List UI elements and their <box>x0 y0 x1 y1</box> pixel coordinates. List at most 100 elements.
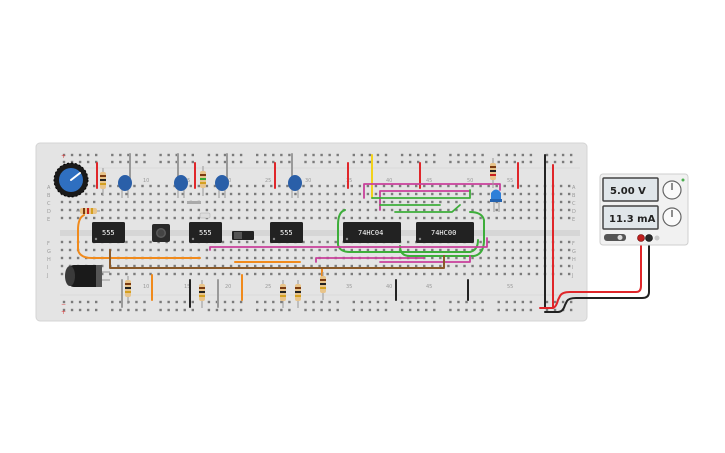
potentiometer[interactable] <box>53 162 89 198</box>
breadboard-hole <box>519 248 523 252</box>
breadboard-hole <box>78 160 82 164</box>
breadboard-hole <box>84 192 88 196</box>
resistor[interactable] <box>125 276 131 304</box>
breadboard-hole <box>360 153 364 157</box>
resistor[interactable] <box>100 168 106 196</box>
breadboard-hole <box>68 208 72 212</box>
breadboard-hole <box>559 184 563 188</box>
ground-terminal[interactable] <box>654 235 660 241</box>
ic-chips[interactable]: 555 555 555 74HC04 74HC00 <box>92 222 474 243</box>
breadboard-hole <box>374 272 378 276</box>
ceramic-capacitor[interactable] <box>215 175 229 198</box>
power-toggle[interactable] <box>604 234 626 241</box>
psu-lead-black[interactable] <box>544 239 650 313</box>
resistor[interactable] <box>320 272 326 300</box>
breadboard-hole <box>95 153 98 157</box>
breadboard-hole <box>229 200 233 204</box>
breadboard-hole <box>425 153 428 157</box>
wire-magenta[interactable] <box>379 190 471 211</box>
breadboard-hole <box>86 308 90 312</box>
resistor[interactable] <box>280 280 286 308</box>
breadboard-hole <box>237 216 241 220</box>
breadboard-hole <box>270 264 273 268</box>
resistor[interactable] <box>199 280 205 308</box>
breadboard-hole <box>447 184 450 188</box>
wire-brown[interactable] <box>109 249 445 269</box>
breadboard-hole <box>125 192 128 196</box>
power-supply[interactable]: 5.00 V 11.3 mA <box>599 173 689 246</box>
breadboard-hole <box>503 272 506 276</box>
breadboard-hole <box>141 264 144 268</box>
column-number: 10 <box>143 284 149 290</box>
breadboard-hole <box>326 248 329 252</box>
capacitors[interactable] <box>65 175 302 287</box>
breadboard-hole <box>511 248 514 252</box>
wire-magenta[interactable] <box>379 255 471 263</box>
small-component <box>187 201 211 219</box>
row-letter: F <box>47 241 50 247</box>
ceramic-capacitor[interactable] <box>118 175 132 198</box>
chip-74hc00[interactable]: 74HC00 <box>416 222 474 243</box>
breadboard-hole <box>447 272 450 276</box>
negative-terminal[interactable] <box>645 234 653 242</box>
breadboard-hole <box>270 208 273 212</box>
breadboard-hole <box>376 308 380 312</box>
resistor[interactable] <box>490 158 496 188</box>
breadboard-hole <box>264 308 267 312</box>
breadboard-hole <box>229 184 233 188</box>
chip-555-a[interactable]: 555 <box>92 222 125 243</box>
breadboard-hole <box>181 264 184 268</box>
column-number: 35 <box>346 178 352 184</box>
breadboard-hole <box>360 300 364 304</box>
resistors[interactable] <box>76 158 496 308</box>
breadboard-hole <box>350 216 353 220</box>
psu-lead-red[interactable] <box>539 239 642 309</box>
breadboard-hole <box>390 264 394 268</box>
wire-orange[interactable] <box>77 214 201 259</box>
breadboard-hole <box>503 216 506 220</box>
breadboard-hole <box>237 208 241 212</box>
breadboard-hole <box>119 160 122 164</box>
breadboard-hole <box>310 256 313 260</box>
breadboard-hole <box>417 153 420 157</box>
wire-green[interactable] <box>394 204 461 213</box>
breadboard-hole <box>68 256 72 260</box>
breadboard-hole <box>117 248 120 252</box>
breadboard-hole <box>503 208 506 212</box>
breadboard-hole <box>229 192 233 196</box>
resistor[interactable] <box>295 280 301 308</box>
breadboard-hole <box>229 264 233 268</box>
positive-terminal[interactable] <box>637 234 645 242</box>
ceramic-capacitor[interactable] <box>174 175 188 198</box>
resistor[interactable] <box>200 166 206 196</box>
chip-555-c[interactable]: 555 <box>270 222 303 243</box>
chip-74hc04[interactable]: 74HC04 <box>343 222 401 243</box>
wire-green[interactable] <box>371 189 471 199</box>
pushbutton[interactable] <box>152 224 170 242</box>
wire-green[interactable] <box>337 209 479 253</box>
electrolytic-capacitor[interactable] <box>65 265 110 287</box>
chip-555-b[interactable]: 555 <box>189 222 222 243</box>
breadboard-hole <box>400 308 404 312</box>
breadboard-hole <box>545 160 549 164</box>
breadboard-hole <box>336 300 339 304</box>
wire-green[interactable] <box>399 211 485 257</box>
led-blue[interactable] <box>490 189 502 213</box>
breadboard-hole <box>334 264 337 268</box>
breadboard-hole <box>256 308 259 312</box>
wires[interactable] <box>77 153 650 313</box>
row-letter: D <box>572 209 576 215</box>
wire-magenta[interactable] <box>315 257 425 263</box>
breadboard-hole <box>117 192 120 196</box>
breadboard-hole <box>527 240 531 244</box>
breadboard-hole <box>262 256 265 260</box>
slide-switch[interactable] <box>232 231 254 240</box>
breadboard-hole <box>133 216 136 220</box>
breadboard-hole <box>519 272 523 276</box>
wire-magenta[interactable] <box>209 237 488 251</box>
resistor[interactable] <box>76 208 100 214</box>
breadboard-hole <box>213 264 217 268</box>
wire-magenta[interactable] <box>363 183 501 199</box>
ceramic-capacitor[interactable] <box>288 175 302 198</box>
